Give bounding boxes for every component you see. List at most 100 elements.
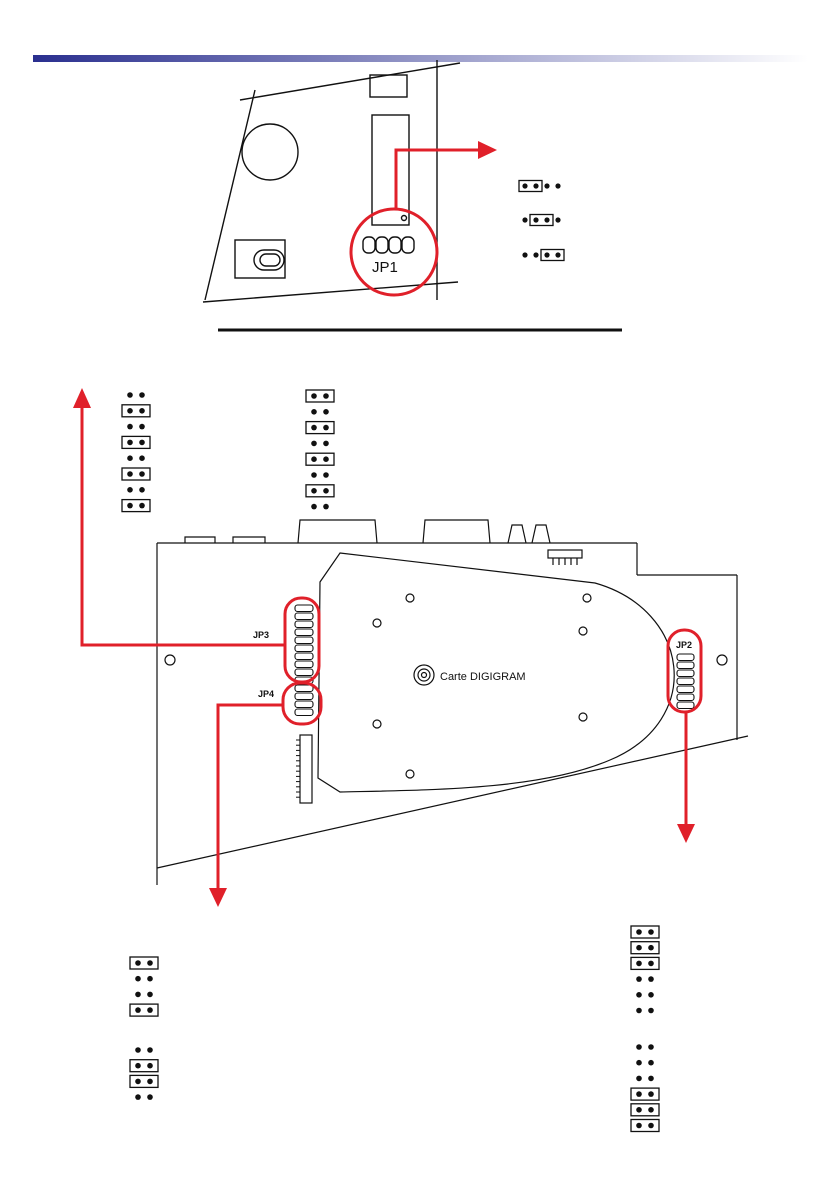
- pin-row: [127, 392, 145, 398]
- pin-row: [127, 487, 145, 493]
- pin-row: [130, 957, 158, 969]
- pin-dot: [636, 1076, 642, 1082]
- pin-dot: [648, 961, 654, 967]
- pin-row: [636, 1076, 654, 1082]
- header-bar: [33, 55, 808, 62]
- pin-dot: [544, 183, 549, 188]
- pin-dot: [648, 1076, 654, 1082]
- pin-dot: [522, 252, 527, 257]
- board-pin: [295, 653, 313, 660]
- pin-dot: [147, 1063, 153, 1069]
- pin-dot: [522, 183, 527, 188]
- pin-dot: [147, 1079, 153, 1085]
- pin-row: [636, 992, 654, 998]
- jumper-cap: [122, 405, 150, 417]
- jp2-label: JP2: [676, 640, 692, 650]
- card-center-post: [414, 665, 434, 685]
- pin-dot: [555, 183, 560, 188]
- pin-dot: [311, 472, 317, 478]
- pin-dot: [135, 1047, 141, 1053]
- pin-dot: [636, 1107, 642, 1113]
- pin-dot: [636, 1060, 642, 1066]
- pin-dot: [323, 441, 329, 447]
- pin-dot: [648, 1091, 654, 1097]
- pin-dot: [139, 455, 145, 461]
- pin-dot: [533, 217, 538, 222]
- jumper-cap: [631, 1120, 659, 1132]
- board-pin: [295, 645, 313, 652]
- jp3-jp4-pin-column: [295, 605, 313, 716]
- pin-dot: [147, 976, 153, 982]
- pin-dot: [648, 929, 654, 935]
- jp1-setting-row: [519, 181, 561, 192]
- pin-dot: [648, 1107, 654, 1113]
- pin-row: [636, 976, 654, 982]
- pin-dot: [323, 472, 329, 478]
- pin-dot: [323, 425, 329, 431]
- jp1-board-pins: [363, 237, 414, 253]
- pin-dot: [311, 425, 317, 431]
- pin-dot: [127, 440, 133, 446]
- pin-dot: [139, 392, 145, 398]
- pin-row: [306, 390, 334, 402]
- jumper-cap: [631, 957, 659, 969]
- jp1-setting-row: [522, 250, 564, 261]
- jumper-cap: [631, 1104, 659, 1116]
- pin-dot: [135, 992, 141, 998]
- pin-dot: [323, 504, 329, 510]
- jp3-setting-a: [122, 392, 150, 511]
- pin-dot: [135, 960, 141, 966]
- board-pin: [295, 629, 313, 636]
- pin-row: [306, 485, 334, 497]
- board-pin: [677, 702, 694, 709]
- jp1-board-detail: [203, 60, 460, 302]
- board-pin: [677, 678, 694, 685]
- jp3-setting-b: [306, 390, 334, 509]
- pin-dot: [147, 1047, 153, 1053]
- pin-row: [311, 472, 329, 478]
- pin-row: [306, 422, 334, 434]
- pin-row: [306, 453, 334, 465]
- pin-dot: [648, 1008, 654, 1014]
- pin-dot: [555, 217, 560, 222]
- pin-row: [636, 1060, 654, 1066]
- pin-row: [631, 1120, 659, 1132]
- pin-dot: [135, 1094, 141, 1100]
- pin-dot: [636, 1008, 642, 1014]
- pin-dot: [648, 976, 654, 982]
- pin-row: [135, 992, 153, 998]
- pin-dot: [139, 408, 145, 414]
- pin-dot: [147, 992, 153, 998]
- board-pin: [295, 669, 313, 676]
- pin-dot: [323, 393, 329, 399]
- pin-dot: [127, 408, 133, 414]
- pin-dot: [636, 945, 642, 951]
- pin-row: [122, 436, 150, 448]
- board-pin: [677, 686, 694, 693]
- pin-dot: [311, 441, 317, 447]
- pin-dot: [127, 487, 133, 493]
- pin-row: [130, 1060, 158, 1072]
- pin-dot: [636, 992, 642, 998]
- board-pin: [295, 605, 313, 612]
- board-pin: [677, 662, 694, 669]
- pin-dot: [648, 1123, 654, 1129]
- pin-row: [122, 500, 150, 512]
- pin-dot: [323, 488, 329, 494]
- jp3-callout-line: [82, 405, 284, 645]
- pin-dot: [135, 1007, 141, 1013]
- pin-dot: [648, 1044, 654, 1050]
- board-pin: [295, 693, 313, 700]
- pin-dot: [648, 992, 654, 998]
- jp3-label: JP3: [253, 630, 269, 640]
- pin-dot: [139, 487, 145, 493]
- jumper-cap: [122, 436, 150, 448]
- board-pin: [295, 661, 313, 668]
- jp1-callout-arrow: [478, 141, 497, 159]
- pin-dot: [147, 1094, 153, 1100]
- capacitor: [242, 124, 298, 180]
- pin-dot: [522, 217, 527, 222]
- pin-dot: [311, 393, 317, 399]
- pin-row: [135, 1094, 153, 1100]
